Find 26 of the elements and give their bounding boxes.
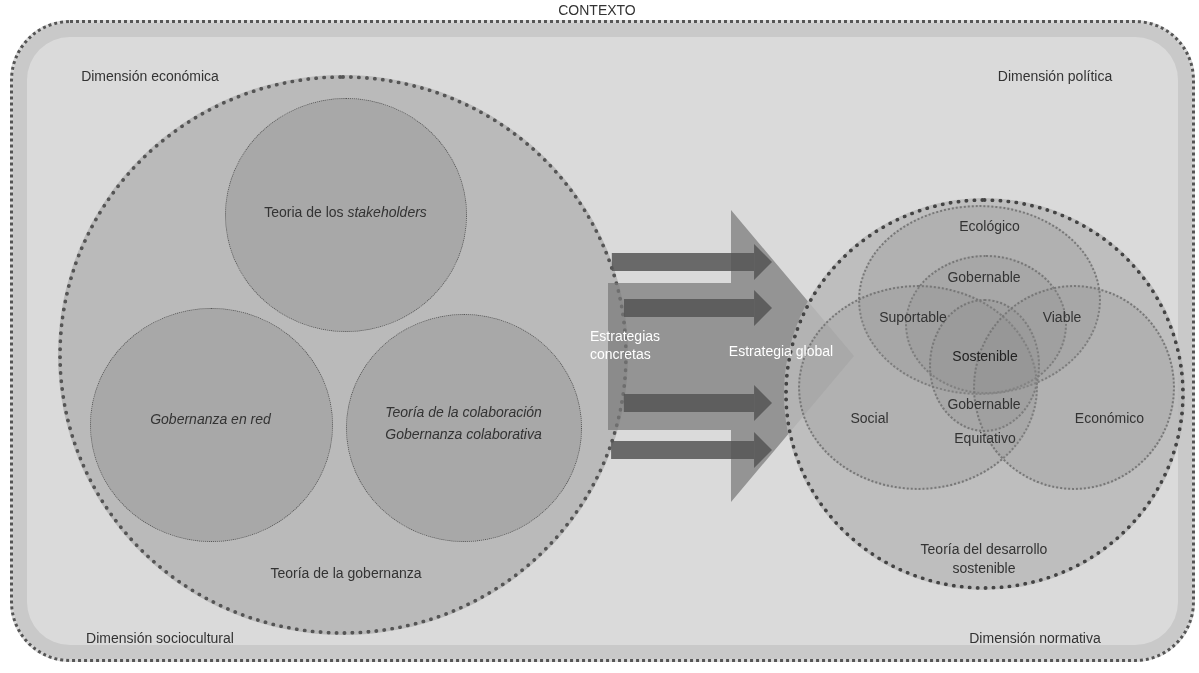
node-label: Gobernanza colaborativa bbox=[385, 424, 542, 443]
region-label: Viable bbox=[1042, 307, 1082, 327]
region-label: Estrategias concretas bbox=[590, 326, 660, 364]
arrow bbox=[611, 244, 773, 280]
region-label: Suportable bbox=[879, 307, 947, 327]
node-label: Gobernanza en red bbox=[150, 409, 271, 428]
node-label: Gobernable bbox=[947, 267, 1021, 287]
node-label: Teoría de la gobernanza bbox=[270, 563, 422, 583]
region-label: Equitativo bbox=[954, 428, 1016, 448]
region-label: Dimensión política bbox=[997, 66, 1113, 86]
node-label: Teoria de los stakeholders bbox=[264, 202, 427, 221]
region-label: Dimensión normativa bbox=[969, 628, 1101, 648]
arrow bbox=[623, 385, 773, 421]
arrow bbox=[623, 290, 773, 326]
node-label: Teoría de la colaboración bbox=[385, 402, 542, 421]
node-label: Estrategia global bbox=[728, 341, 834, 361]
arrow bbox=[611, 432, 773, 468]
node-label: Teoría del desarrollo sostenible bbox=[919, 540, 1049, 578]
region-label: Dimensión sociocultural bbox=[86, 628, 234, 648]
node-label: Social bbox=[850, 408, 889, 427]
node-label: Ecológico bbox=[959, 216, 1020, 235]
node-label: Económico bbox=[1074, 408, 1145, 427]
region-label: Sostenible bbox=[952, 346, 1018, 366]
node-label: Gobernable bbox=[947, 394, 1021, 414]
frame-title: CONTEXTO bbox=[558, 0, 636, 20]
region-label: Dimensión económica bbox=[81, 66, 219, 86]
